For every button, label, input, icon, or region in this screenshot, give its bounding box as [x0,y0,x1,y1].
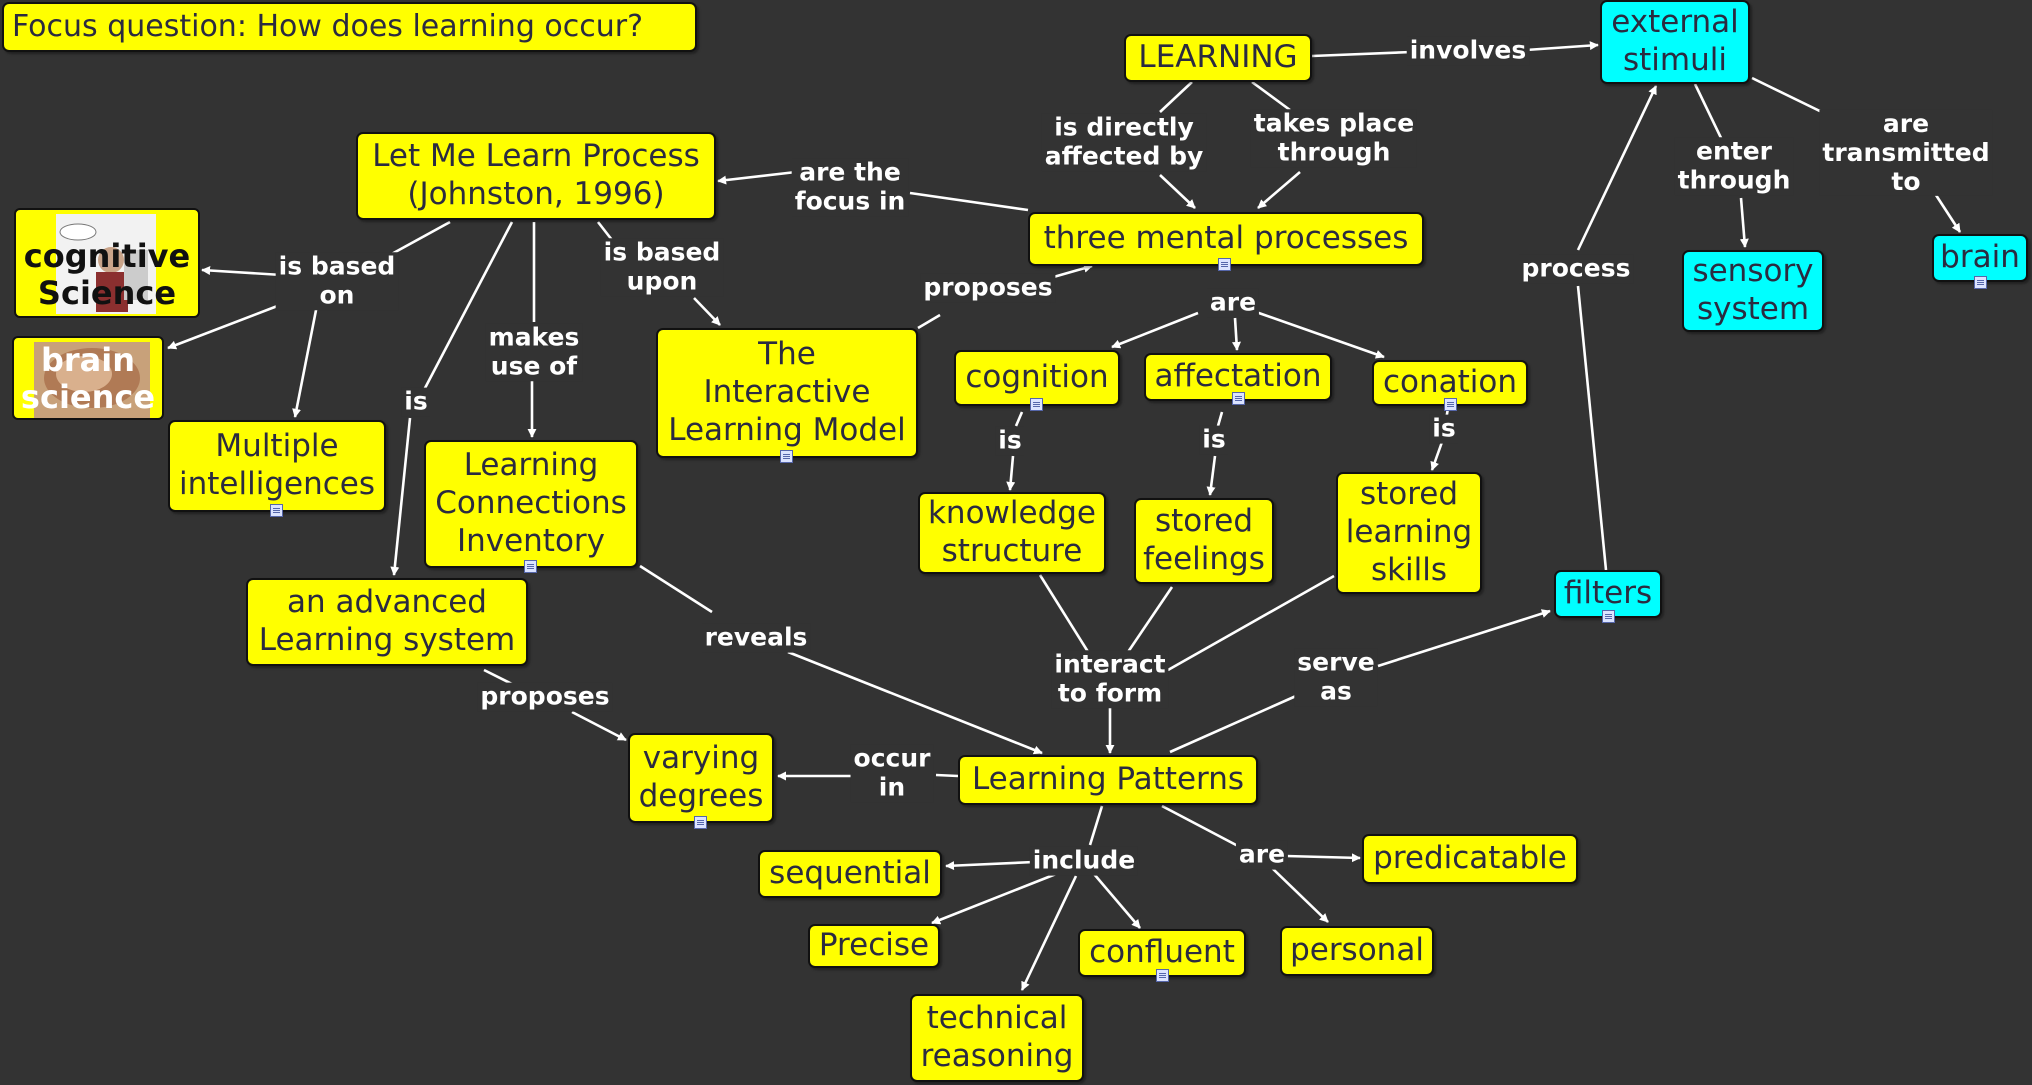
link-is[interactable]: is [401,387,431,417]
link-is-based-on[interactable]: is based on [275,251,399,310]
document-icon[interactable] [1156,969,1169,982]
link-enter-through[interactable]: enter through [1674,136,1794,195]
document-icon[interactable] [1232,392,1245,405]
concept-sequential[interactable]: sequential [758,850,942,898]
document-icon[interactable] [780,450,793,463]
document-icon[interactable] [524,560,537,573]
concept-personal[interactable]: personal [1280,926,1434,976]
concept-external-stimuli[interactable]: external stimuli [1600,0,1750,84]
concept-advanced-learning-system[interactable]: an advanced Learning system [246,578,528,666]
concept-let-me-learn-process[interactable]: Let Me Learn Process (Johnston, 1996) [356,132,716,220]
link-serve-as[interactable]: serve as [1294,647,1378,706]
concept-three-mental-processes[interactable]: three mental processes [1028,212,1424,266]
link-are-transmitted-to[interactable]: are transmitted to [1819,109,1993,197]
focus-question: Focus question: How does learning occur? [2,2,697,52]
concept-predicatable[interactable]: predicatable [1362,834,1578,884]
concept-brain[interactable]: brain [1932,234,2028,282]
concept-interactive-learning-model[interactable]: The Interactive Learning Model [656,328,918,458]
link-involves[interactable]: involves [1406,36,1530,66]
document-icon[interactable] [1030,398,1043,411]
concept-knowledge-structure[interactable]: knowledge structure [918,492,1106,574]
concept-stored-feelings[interactable]: stored feelings [1134,498,1274,584]
cognitive-science-image [56,214,156,314]
document-icon[interactable] [1602,610,1615,623]
link-reveals[interactable]: reveals [701,623,811,653]
link-makes-use-of[interactable]: makes use of [485,322,583,381]
brain-science-label: brain science [20,341,156,416]
link-are-the-focus-in[interactable]: are the focus in [791,157,909,216]
concept-precise[interactable]: Precise [808,924,940,968]
link-is-based-upon[interactable]: is based upon [600,237,724,296]
link-include[interactable]: include [1029,846,1139,876]
concept-multiple-intelligences[interactable]: Multiple intelligences [168,420,386,512]
document-icon[interactable] [1444,398,1457,411]
concept-varying-degrees[interactable]: varying degrees [628,733,774,823]
document-icon[interactable] [270,504,283,517]
document-icon[interactable] [694,816,707,829]
link-proposes[interactable]: proposes [920,273,1056,303]
link-interact-to-form[interactable]: interact to form [1051,649,1169,708]
link-proposes[interactable]: proposes [477,682,613,712]
link-is[interactable]: is [995,426,1025,456]
document-icon[interactable] [1218,258,1231,271]
link-are[interactable]: are [1235,840,1289,870]
concept-learning-connections-inventory[interactable]: Learning Connections Inventory [424,440,638,568]
brain-science-image [34,342,150,418]
concept-brain-science[interactable]: brain science [12,336,164,420]
link-occur-in[interactable]: occur in [850,743,934,802]
link-is[interactable]: is [1429,414,1459,444]
link-are[interactable]: are [1206,288,1260,318]
concept-sensory-system[interactable]: sensory system [1682,250,1824,332]
link-process[interactable]: process [1518,254,1634,284]
link-is-directly-affected-by[interactable]: is directly affected by [1041,112,1207,171]
concept-cognitive-science[interactable]: cognitive Science [14,208,200,318]
concept-stored-learning-skills[interactable]: stored learning skills [1336,472,1482,594]
cognitive-science-label: cognitive Science [23,237,191,312]
concept-technical-reasoning[interactable]: technical reasoning [910,994,1084,1082]
link-is[interactable]: is [1199,425,1229,455]
concept-learning[interactable]: LEARNING [1124,34,1312,82]
document-icon[interactable] [1974,276,1987,289]
concept-learning-patterns[interactable]: Learning Patterns [958,755,1258,805]
concept-conation[interactable]: conation [1372,360,1528,406]
link-takes-place-through[interactable]: takes place through [1250,108,1418,167]
